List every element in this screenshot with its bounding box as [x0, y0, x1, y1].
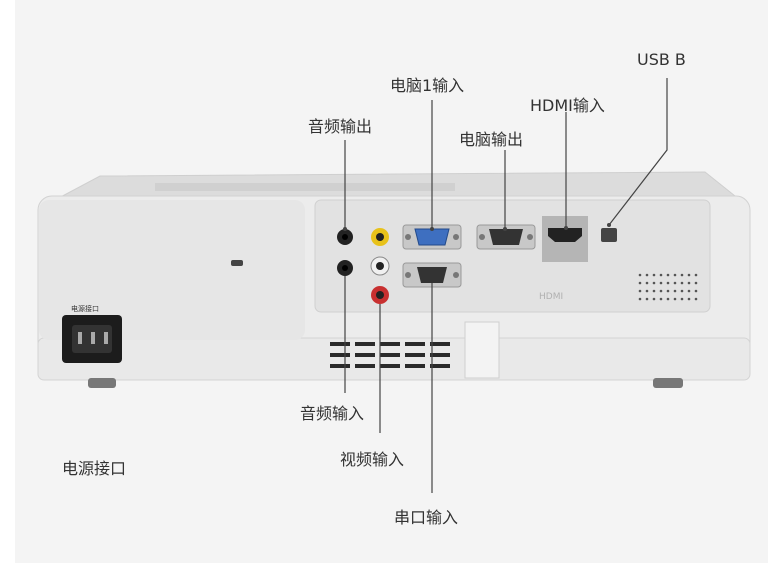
label-audio-input: 音频输入: [300, 404, 365, 423]
rca-jacks: [370, 228, 390, 304]
label-serial-input: 串口输入: [394, 508, 459, 527]
usb-b-port: [601, 228, 617, 242]
security-slot: [231, 260, 243, 266]
label-video-input: 视频输入: [340, 450, 405, 469]
left-foot: [88, 378, 116, 388]
vga-output-port: [476, 224, 536, 250]
projector-illustration: 电源接口 HDMI: [37, 78, 751, 493]
vga-input-port: [402, 224, 462, 250]
center-foot: [464, 321, 500, 379]
label-power-socket: 电源接口: [62, 459, 127, 478]
leader-lines: [344, 78, 668, 493]
vent-grille: [330, 342, 450, 368]
power-inlet: [62, 315, 122, 363]
label-usb-b: USB B: [637, 50, 686, 69]
hdmi-logo: HDMI: [539, 292, 563, 302]
audio-jacks: [337, 229, 353, 276]
label-computer1-input: 电脑1输入: [390, 76, 465, 95]
power-panel-label: 电源接口: [71, 304, 99, 313]
leader-dots: [343, 223, 611, 231]
speaker-grille: [638, 273, 698, 301]
right-foot: [653, 378, 683, 388]
label-hdmi-input: HDMI输入: [530, 96, 605, 115]
label-computer-output: 电脑输出: [459, 130, 524, 149]
product-photo: 电源接口 HDMI USB B 电脑1输入 HDMI输入 音频输出 电脑输出 音…: [15, 0, 768, 563]
label-audio-output: 音频输出: [308, 117, 373, 136]
hdmi-port: [542, 216, 588, 262]
